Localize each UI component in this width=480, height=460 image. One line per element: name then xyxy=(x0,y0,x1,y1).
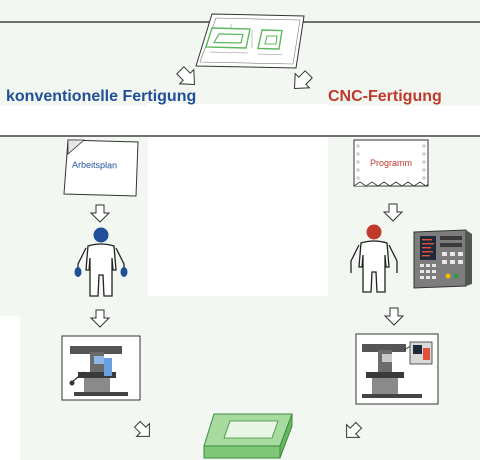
program-label: Programm xyxy=(370,158,413,168)
cnc-milling-machine-icon xyxy=(355,333,439,405)
arrow-to-workpiece-left-icon xyxy=(133,420,150,437)
worker-blue-icon xyxy=(74,227,128,297)
conventional-milling-machine-icon xyxy=(61,335,141,401)
arrow-to-cnc-icon xyxy=(293,70,313,90)
arrow-down-icon xyxy=(89,309,111,328)
white-left-strip xyxy=(0,316,20,460)
arrow-down-icon xyxy=(382,203,404,222)
arrow-to-conventional-icon xyxy=(176,66,196,86)
arrow-down-icon xyxy=(383,307,405,326)
white-center-area xyxy=(148,136,328,296)
work-plan-document-icon xyxy=(63,139,139,197)
white-gap xyxy=(146,104,328,127)
worker-red-icon xyxy=(350,224,398,293)
program-document-icon xyxy=(353,139,429,187)
cnc-production-title: CNC-Fertigung xyxy=(328,88,442,105)
arrow-to-workpiece-right-icon xyxy=(346,421,363,438)
work-plan-label: Arbeitsplan xyxy=(71,159,118,171)
workpiece-icon xyxy=(203,413,293,459)
technical-drawing-icon xyxy=(195,13,305,69)
cnc-control-panel-icon xyxy=(413,229,472,289)
arrow-down-icon xyxy=(89,204,111,223)
conventional-production-title: konventionelle Fertigung xyxy=(6,88,197,105)
